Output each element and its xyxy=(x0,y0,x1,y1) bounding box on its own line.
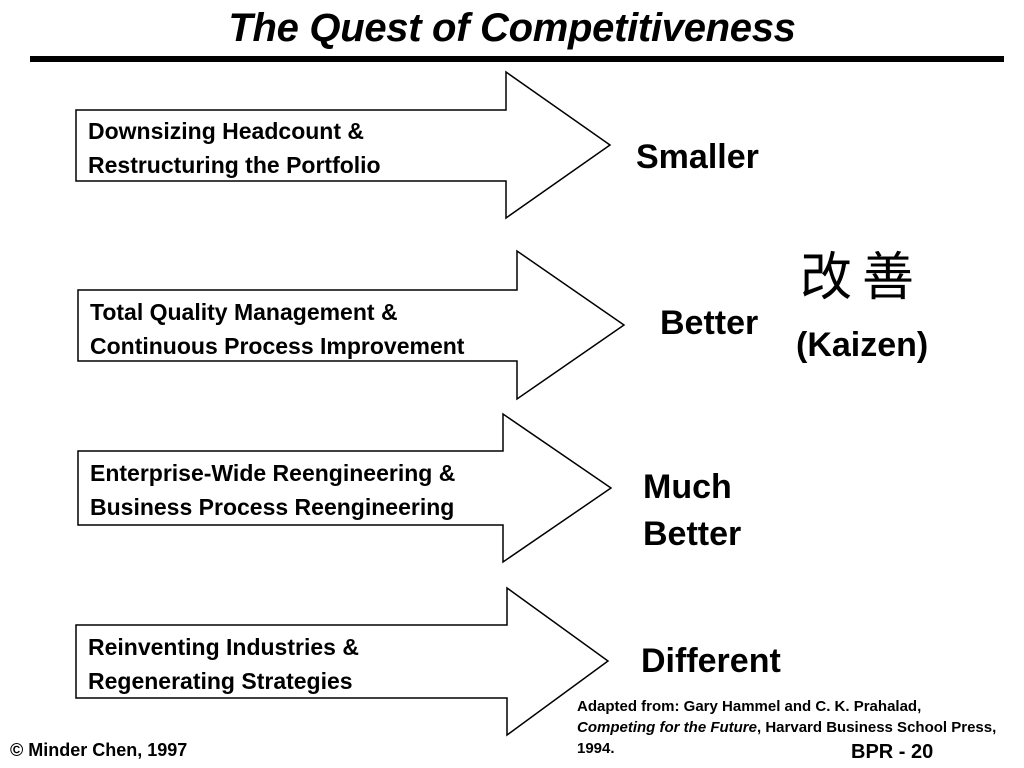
kaizen-label: (Kaizen) xyxy=(796,326,929,364)
title-rule xyxy=(30,56,1004,62)
result-smaller: Smaller xyxy=(636,138,759,176)
result-much-better: Much Better xyxy=(643,468,742,553)
arrow-label-reengineering: Enterprise-Wide Reengineering & Business… xyxy=(90,460,456,520)
arrow-shape-downsizing xyxy=(75,70,612,220)
arrow-shape-reengineering xyxy=(77,412,613,564)
result-better: Better xyxy=(660,304,759,342)
arrow-shape-tqm xyxy=(77,249,626,401)
page-title: The Quest of Competitiveness xyxy=(228,6,796,50)
citation-book-title: Competing for the Future xyxy=(577,719,757,736)
arrow-shape-reinventing xyxy=(75,586,610,737)
arrow-label-reinventing: Reinventing Industries & Regenerating St… xyxy=(88,634,359,694)
slide-number: BPR - 20 xyxy=(851,741,934,763)
copyright-notice: © Minder Chen, 1997 xyxy=(10,740,188,760)
result-different: Different xyxy=(641,642,781,680)
kaizen-kanji: 改善 xyxy=(800,248,925,308)
source-citation: Adapted from: Gary Hammel and C. K. Prah… xyxy=(577,698,997,757)
arrow-label-tqm: Total Quality Management & Continuous Pr… xyxy=(90,299,465,359)
arrow-label-downsizing: Downsizing Headcount & Restructuring the… xyxy=(88,118,381,178)
